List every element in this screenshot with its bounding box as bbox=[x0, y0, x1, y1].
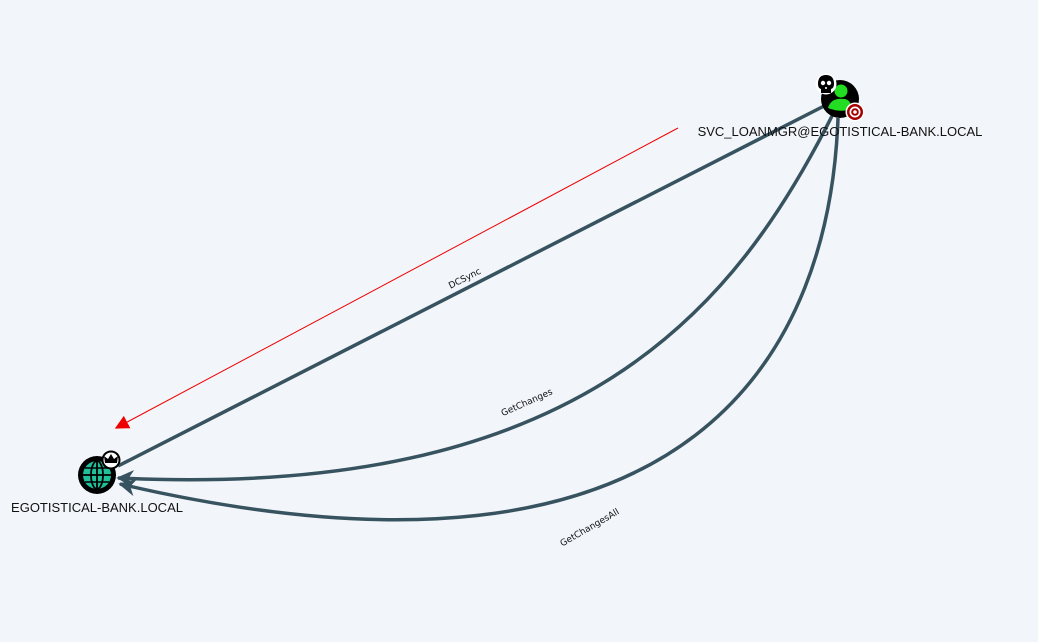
node-domain[interactable]: EGOTISTICAL-BANK.LOCAL bbox=[11, 450, 183, 516]
edge-line[interactable] bbox=[116, 111, 836, 488]
crown-icon bbox=[101, 450, 121, 470]
edge-getchanges[interactable]: GetChanges bbox=[116, 111, 836, 488]
pathfinding-arrow bbox=[114, 127, 679, 429]
user-icon bbox=[828, 84, 852, 111]
edge-getchangesall[interactable]: GetChangesAll bbox=[118, 117, 840, 549]
edge-line[interactable] bbox=[118, 117, 840, 522]
globe-icon bbox=[83, 460, 111, 490]
target-icon bbox=[845, 102, 865, 122]
domain-node-label: EGOTISTICAL-BANK.LOCAL bbox=[11, 500, 183, 515]
user-node-label: SVC_LOANMGR@EGOTISTICAL-BANK.LOCAL bbox=[698, 124, 983, 139]
node-user[interactable]: SVC_LOANMGR@EGOTISTICAL-BANK.LOCAL bbox=[698, 73, 983, 139]
edge-label: GetChangesAll bbox=[559, 507, 621, 549]
edge-line[interactable] bbox=[117, 102, 829, 468]
skull-icon bbox=[815, 73, 837, 95]
